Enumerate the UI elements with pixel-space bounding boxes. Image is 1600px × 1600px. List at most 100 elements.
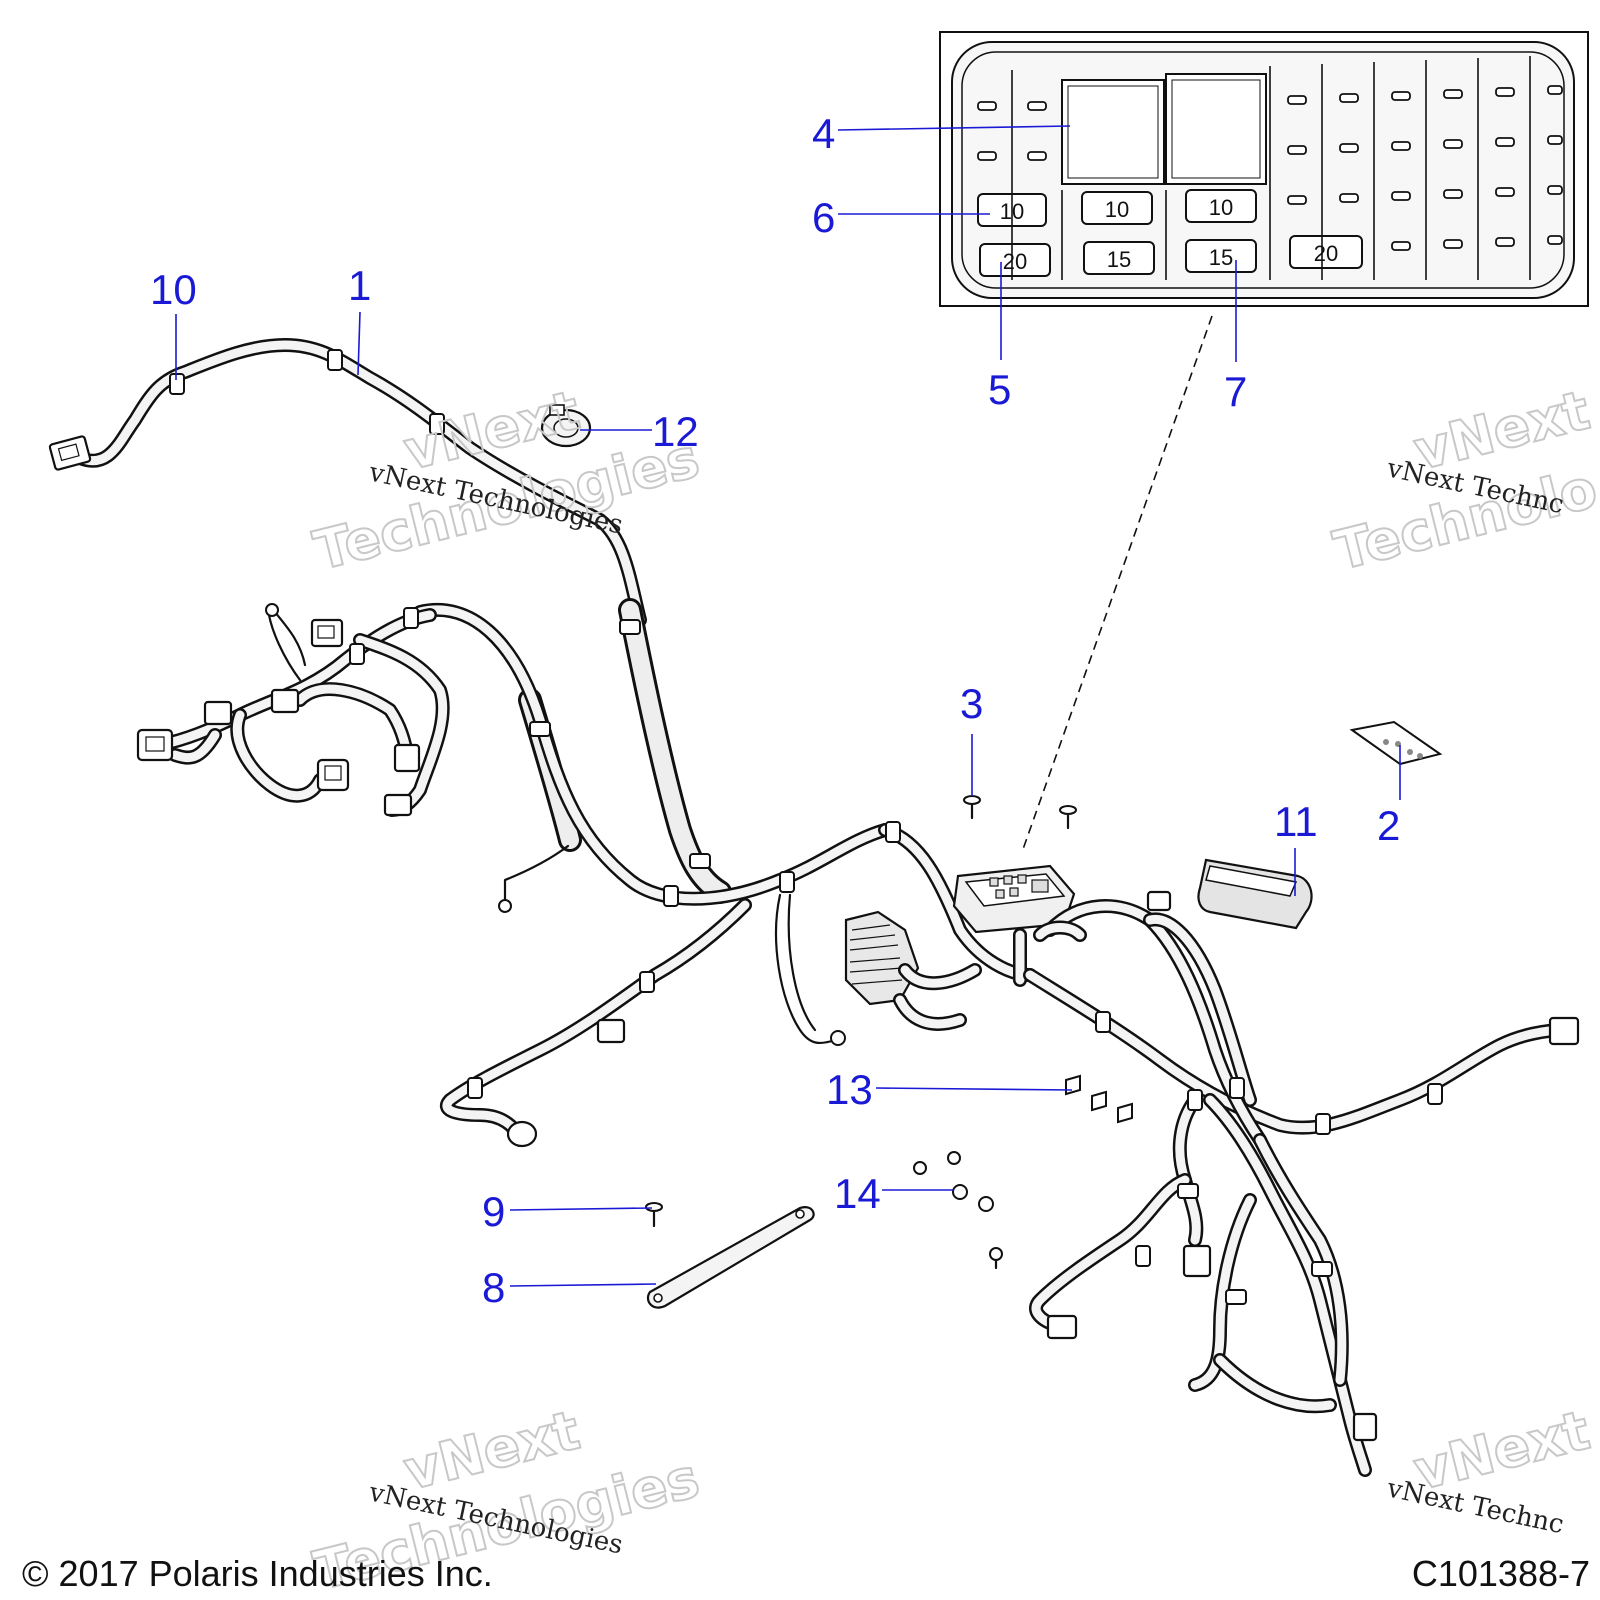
mounting-strap-8 (646, 1206, 815, 1309)
figure-code: C101388-7 (1412, 1553, 1590, 1594)
terminal-slots (977, 85, 1563, 251)
harness-clip (403, 607, 419, 629)
connector-plug (270, 688, 300, 714)
connector-plug (310, 618, 344, 648)
callout-11: 11 (1274, 798, 1318, 845)
ring-terminal (265, 603, 279, 617)
harness-clip (1135, 1245, 1151, 1267)
callout-8: 8 (482, 1264, 505, 1311)
fuse-rating-label: 20 (1314, 241, 1338, 266)
connector-plug (203, 700, 233, 726)
callout-2: 2 (1377, 802, 1400, 849)
clip-13a (1065, 1074, 1081, 1096)
push-rivet-3a (963, 795, 981, 820)
harness-clip (1187, 1089, 1203, 1111)
callout-12: 12 (652, 408, 699, 455)
push-rivet-3b (1059, 805, 1077, 830)
harness-clip (619, 619, 641, 635)
callout-numbers: 1 2 3 4 5 6 7 8 9 10 11 12 13 14 (150, 110, 1400, 1311)
harness-clip (639, 971, 655, 993)
fuse-box-inset: 10 10 10 20 15 15 20 (939, 31, 1589, 307)
fuse-15a-b: 15 (1185, 239, 1257, 273)
callout-13: 13 (826, 1066, 873, 1113)
fuse-rating-label: 10 (1105, 197, 1129, 222)
fuse-20a-a: 20 (979, 243, 1051, 277)
connector-plug (1352, 1412, 1378, 1442)
fastener-14c (952, 1184, 968, 1200)
harness-clip (663, 885, 679, 907)
connector-plug (136, 728, 174, 762)
watermark-top-right: vNext Technolo vNext Technc (1327, 378, 1600, 584)
fuse-rating-label: 15 (1209, 245, 1233, 270)
fuse-15a-a: 15 (1083, 241, 1155, 275)
harness-clip (327, 349, 343, 371)
separator-ribs (1011, 56, 1531, 280)
main-harness-trunk (413, 598, 1037, 982)
clip-13c (1117, 1102, 1133, 1124)
fuse-box-assembly (952, 864, 1076, 987)
fuse-rating-label: 15 (1107, 247, 1131, 272)
harness-clip (779, 871, 795, 893)
callout-6: 6 (812, 194, 835, 241)
callout-14: 14 (834, 1170, 881, 1217)
callout-5: 5 (988, 366, 1011, 413)
fuse-10a-c: 10 (1185, 189, 1257, 223)
fuse-rating-label: 20 (1003, 249, 1027, 274)
connector-plug (1548, 1016, 1580, 1046)
connector-plug (1046, 1314, 1078, 1340)
connector-plug-left (48, 435, 92, 471)
harness-clip (1427, 1083, 1443, 1105)
ground-lead (498, 844, 570, 913)
harness-clip (689, 853, 711, 869)
relay-block-right (1165, 73, 1267, 185)
harness-clip (467, 1077, 483, 1099)
harness-clip (429, 413, 445, 435)
relay-block-left (1061, 79, 1165, 185)
module-11 (1197, 858, 1313, 930)
fuse-rating-label: 10 (1209, 195, 1233, 220)
clip-13b (1091, 1090, 1107, 1112)
copyright-text: © 2017 Polaris Industries Inc. (22, 1553, 493, 1594)
harness-clip (885, 821, 901, 843)
callout-1: 1 (348, 262, 371, 309)
ecu-connectors (844, 910, 982, 1031)
callout-7: 7 (1224, 368, 1247, 415)
harness-clip (1315, 1113, 1331, 1135)
fuse-20a-b: 20 (1289, 235, 1363, 269)
connector-plug (393, 743, 421, 773)
upper-harness (48, 338, 647, 627)
harness-clip (169, 373, 185, 395)
label-2 (1349, 720, 1443, 766)
callout-4: 4 (812, 110, 835, 157)
connector-plug (1182, 1244, 1212, 1278)
right-harness (1023, 890, 1580, 1477)
harness-clip (349, 643, 365, 665)
connector-plug (1146, 890, 1172, 912)
fastener-14e (989, 1247, 1003, 1270)
watermark-bottom-right: vNext vNext Technc (1384, 1398, 1597, 1541)
callout-3: 3 (960, 680, 983, 727)
inset-projection-line (1021, 315, 1213, 853)
harness-clip (1225, 1289, 1247, 1305)
harness-boot-12 (540, 404, 592, 448)
leader-lines (175, 125, 1401, 1287)
connector-plug (596, 1018, 626, 1044)
harness-clip (1229, 1077, 1245, 1099)
connector-plug (506, 1120, 538, 1148)
harness-clip (1311, 1261, 1333, 1277)
fastener-14b (947, 1151, 961, 1165)
watermark-top-left: vNext Technologies vNext Technologies (307, 378, 706, 584)
callout-9: 9 (482, 1188, 505, 1235)
left-connector-cluster (136, 603, 450, 817)
connector-plug (316, 758, 350, 792)
fastener-14d (978, 1196, 994, 1212)
connector-plug (383, 793, 413, 817)
callout-10: 10 (150, 266, 197, 313)
harness-clip (1177, 1183, 1199, 1199)
push-rivet-9 (645, 1202, 663, 1228)
fastener-14a (913, 1161, 927, 1175)
lower-left-branch (439, 893, 846, 1148)
fuse-10a-b: 10 (1081, 191, 1153, 225)
harness-clip (529, 721, 551, 737)
